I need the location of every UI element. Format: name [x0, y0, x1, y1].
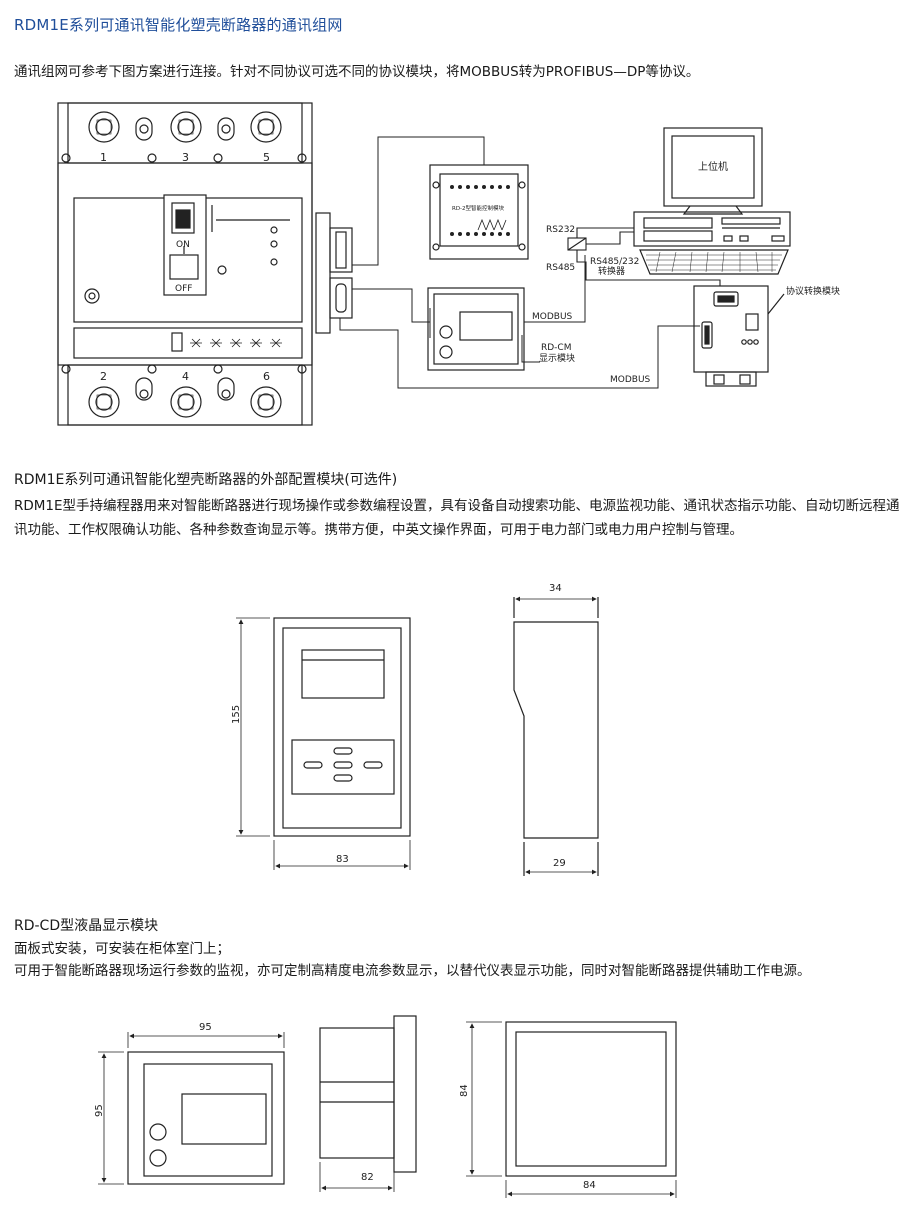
dim-95-width: 95 [199, 1022, 212, 1033]
host-label: 上位机 [698, 160, 728, 173]
page-title: RDM1E系列可通讯智能化塑壳断路器的通讯组网 [14, 16, 343, 34]
terminal-bottom-2 [88, 386, 120, 418]
section2-heading: RDM1E系列可通讯智能化塑壳断路器的外部配置模块(可选件) [14, 472, 398, 488]
host-computer [633, 127, 791, 275]
rdcm-display-module [427, 287, 540, 371]
rdcm-label-1: RD-CM [541, 343, 571, 353]
rs232-label: RS232 [546, 225, 575, 235]
converter-label-1: RS485/232 [590, 257, 639, 267]
protocol-converter-module [693, 285, 785, 387]
rdcd-front-view [98, 1032, 285, 1185]
terminal-label-2: 2 [100, 370, 107, 383]
terminal-top-3 [170, 111, 202, 143]
terminal-label-4: 4 [182, 370, 189, 383]
modbus-label-1: MODBUS [532, 312, 573, 322]
rdcd-cutout-view [466, 1021, 677, 1198]
terminal-bottom-6 [250, 386, 282, 418]
dim-29: 29 [553, 858, 566, 869]
programmer-side-view [513, 596, 599, 876]
protocol-module-label: 协议转换模块 [786, 285, 840, 297]
terminal-top-1 [88, 111, 120, 143]
programmer-front-view [273, 617, 411, 837]
dim-84-height: 84 [459, 1084, 470, 1097]
converter-label-2: 转换器 [598, 265, 625, 277]
section3-line2: 可用于智能断路器现场运行参数的监视，亦可定制高精度电流参数显示，以替代仪表显示功… [14, 963, 811, 979]
terminal-bottom-4 [170, 386, 202, 418]
dim-155: 155 [231, 705, 242, 724]
terminal-label-6: 6 [263, 370, 270, 383]
section3-heading: RD-CD型液晶显示模块 [14, 918, 159, 934]
programmer-dimensions [236, 617, 411, 870]
rdcm-label-2: 显示模块 [539, 352, 575, 364]
on-label: ON [176, 240, 190, 250]
rd2-module-label: RD-2型智能控制模块 [452, 204, 505, 212]
dim-95-height: 95 [94, 1104, 105, 1117]
dim-34: 34 [549, 583, 562, 594]
dim-82: 82 [361, 1172, 374, 1183]
modbus-label-2: MODBUS [610, 375, 651, 385]
dim-84-width: 84 [583, 1180, 596, 1191]
intro-text: 通讯组网可参考下图方案进行连接。针对不同协议可选不同的协议模块，将MOBBUS转… [14, 64, 700, 80]
terminal-labels: 1 3 5 2 4 6 ON OFF [100, 151, 270, 383]
rdcd-side-view [319, 1015, 417, 1192]
rs485-label: RS485 [546, 263, 575, 273]
breaker-drawing [57, 102, 700, 426]
dim-83: 83 [336, 854, 349, 865]
terminal-label-5: 5 [263, 151, 270, 164]
terminal-top-5 [250, 111, 282, 143]
rd2-control-module [429, 164, 529, 260]
rs-converter [567, 227, 721, 286]
section3-line1: 面板式安装，可安装在柜体室门上； [14, 941, 230, 957]
section2-body: RDM1E型手持编程器用来对智能断路器进行现场操作或参数编程设置，具有设备自动搜… [14, 498, 900, 538]
terminal-label-1: 1 [100, 151, 107, 164]
terminal-label-3: 3 [182, 151, 189, 164]
off-label: OFF [175, 284, 192, 294]
